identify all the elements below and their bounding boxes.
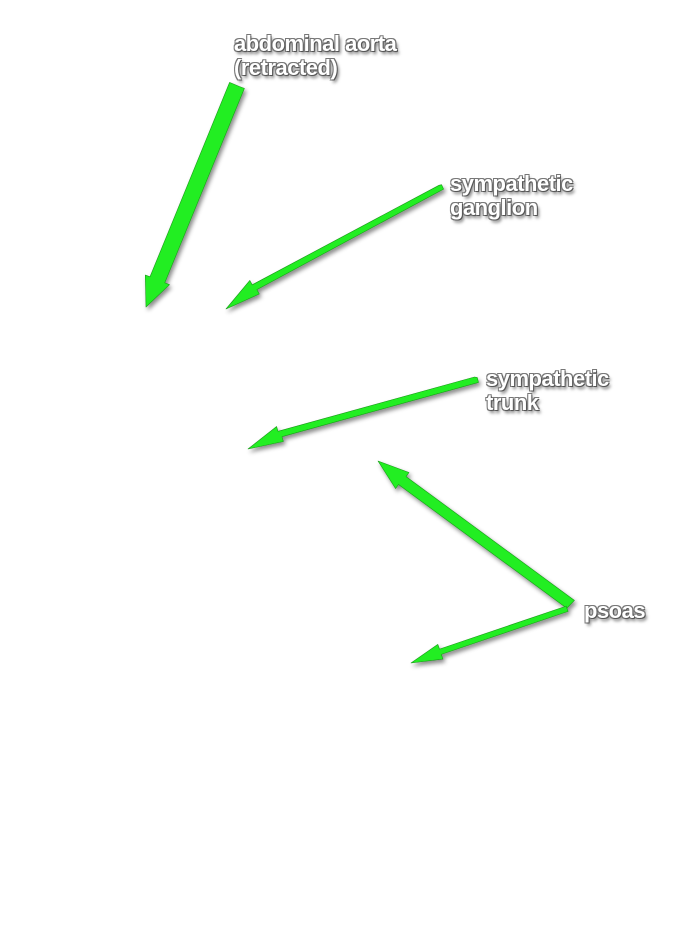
arrow-trunk [247,376,479,450]
label-sympathetic-ganglion: sympathetic ganglion [450,172,573,220]
label-sympathetic-trunk: sympathetic trunk [486,367,609,415]
label-sympathetic-trunk-line2: trunk [486,390,539,415]
arrow-psoas-lower [410,605,569,664]
arrow-aorta [145,82,245,308]
label-abdominal-aorta-line1: abdominal aorta [234,31,397,56]
label-sympathetic-trunk-line1: sympathetic [486,366,609,391]
label-sympathetic-ganglion-line1: sympathetic [450,171,573,196]
label-psoas: psoas [584,598,646,623]
label-psoas-line1: psoas [584,598,646,623]
arrow-psoas-upper [377,460,575,609]
label-abdominal-aorta-line2: (retracted) [234,55,338,80]
label-sympathetic-ganglion-line2: ganglion [450,195,538,220]
label-abdominal-aorta: abdominal aorta (retracted) [234,31,397,80]
arrow-ganglion [225,184,444,310]
